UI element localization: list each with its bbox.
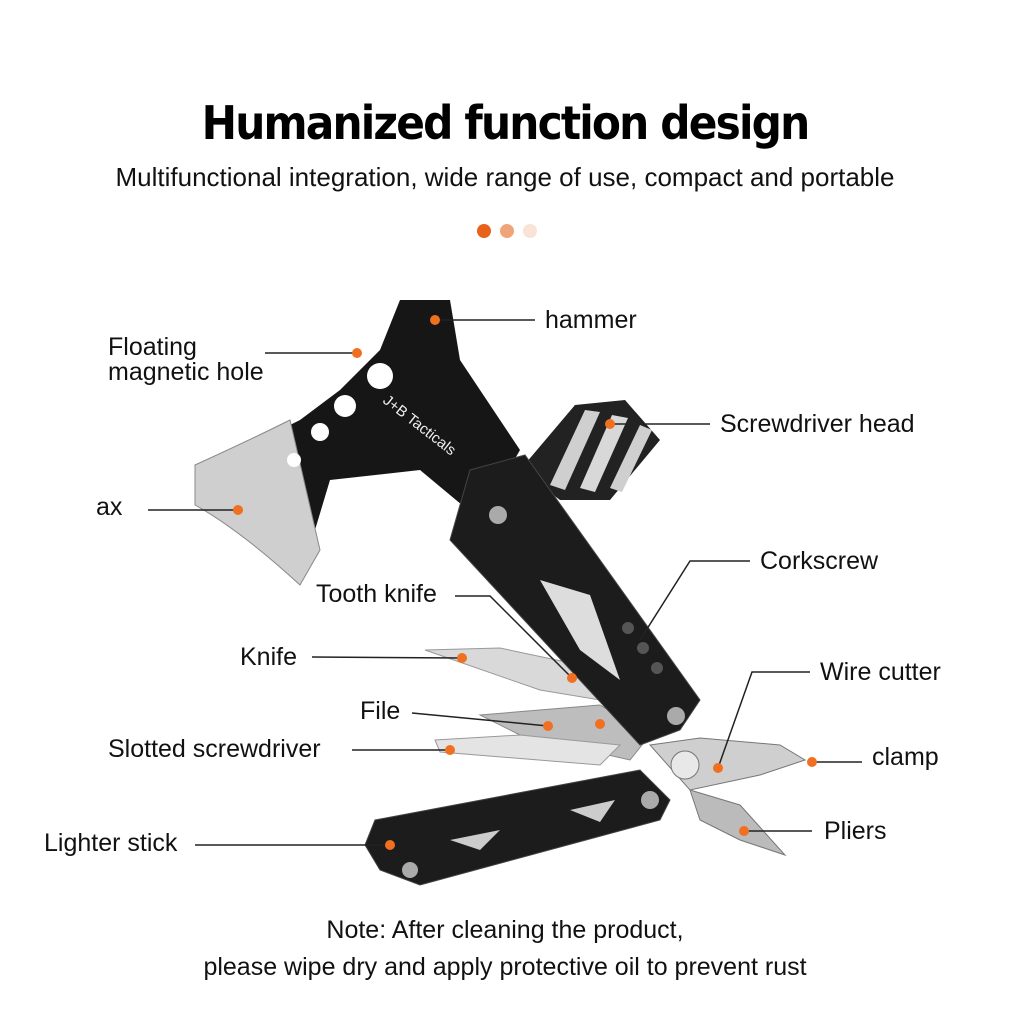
label-clamp: clamp xyxy=(872,743,939,771)
label-file: File xyxy=(360,697,401,725)
label-lighter-stick: Lighter stick xyxy=(44,829,178,857)
label-slotted-screwdriver: Slotted screwdriver xyxy=(108,735,321,763)
label-corkscrew: Corkscrew xyxy=(760,547,879,575)
label-tooth-knife: Tooth knife xyxy=(316,580,437,608)
label-ax: ax xyxy=(96,493,123,521)
callout-dots xyxy=(233,315,817,850)
pager-dot-2 xyxy=(500,224,514,238)
page-subtitle: Multifunctional integration, wide range … xyxy=(115,162,895,192)
pager-dot-1 xyxy=(477,224,491,238)
label-screwdriver-head: Screwdriver head xyxy=(720,410,915,438)
pager-dot-3 xyxy=(523,224,537,238)
lower-handle xyxy=(364,769,671,886)
upper-handle xyxy=(449,454,701,746)
label-knife: Knife xyxy=(240,643,297,671)
label-magnetic-hole-2: magnetic hole xyxy=(108,358,264,386)
note-line-1: Note: After cleaning the product, xyxy=(326,916,684,944)
label-hammer: hammer xyxy=(545,306,637,334)
note-line-2: please wipe dry and apply protective oil… xyxy=(203,953,807,981)
label-wire-cutter: Wire cutter xyxy=(820,658,941,686)
leader-lines xyxy=(148,319,862,846)
label-pliers: Pliers xyxy=(824,817,887,845)
label-magnetic-hole-1: Floating xyxy=(108,333,197,361)
axe-head: J+B Tacticals xyxy=(194,300,520,586)
pliers-head xyxy=(649,737,807,857)
screwdriver-bit-holder xyxy=(520,400,660,500)
page-title: Humanized function design xyxy=(201,96,811,150)
